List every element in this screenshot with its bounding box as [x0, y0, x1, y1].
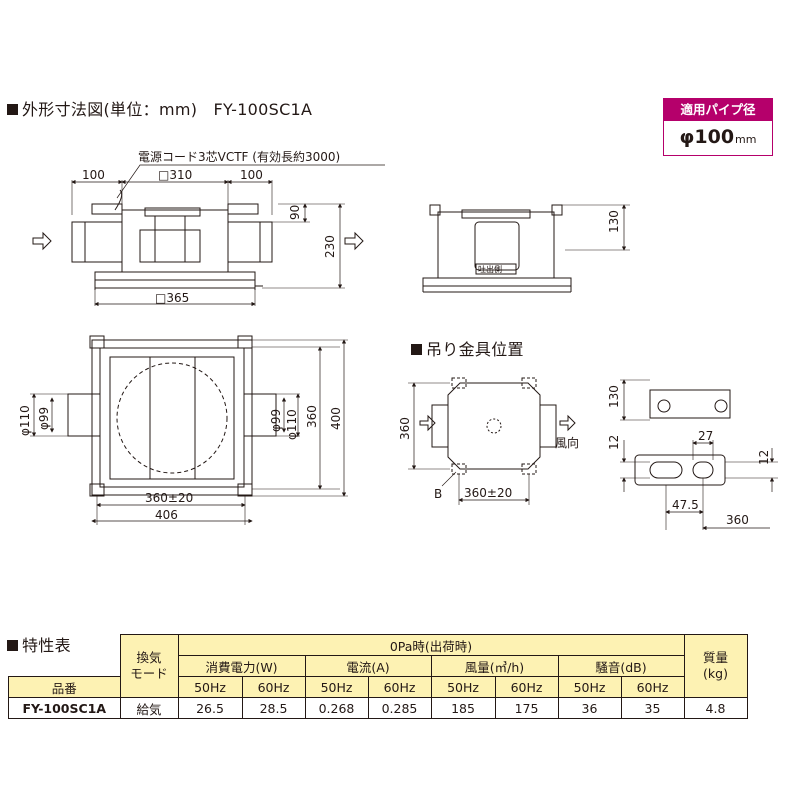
detail-47: 47.5 — [672, 498, 699, 512]
row-value: 26.5 — [177, 697, 243, 719]
dim-h-400: 400 — [329, 407, 343, 430]
pipe-size-number: φ100 — [679, 126, 735, 148]
spec-table: 換気モード 0Pa時(出荷時) 質量(kg) 消費電力(W) 電流(A) 風量(… — [8, 634, 748, 719]
detail-12b: 12 — [757, 450, 771, 465]
hanger-w-360: 360±20 — [464, 486, 512, 500]
inlet-duct — [71, 221, 123, 263]
outlet-duct — [227, 221, 273, 263]
dim-left-d110: φ110 — [18, 405, 32, 436]
model-number: FY-100SC1A — [213, 100, 313, 119]
side-elevation-view — [32, 164, 385, 307]
outlet-pipe — [474, 221, 520, 271]
table-row: FY-100SC1A 給気 26.5 28.5 0.268 0.285 185 … — [8, 697, 748, 719]
wind-direction-label: 風向 — [555, 435, 579, 450]
plan-view — [30, 335, 348, 525]
dim-left-d99: φ99 — [37, 407, 51, 430]
hz-cell: 60Hz — [241, 676, 306, 698]
dim-w-360: 360±20 — [145, 491, 193, 505]
detail-27: 27 — [698, 429, 713, 443]
row-value: 35 — [620, 697, 685, 719]
col-mass: 質量(kg) — [683, 634, 748, 698]
hz-cell: 60Hz — [620, 676, 685, 698]
detail-12a: 12 — [607, 435, 621, 450]
plan-outlet — [243, 393, 277, 437]
hanger-title-text: 吊り金具位置 — [426, 340, 524, 359]
hz-cell: 60Hz — [494, 676, 559, 698]
row-mode: 給気 — [119, 697, 179, 719]
pipe-size-label: 適用パイプ径 — [664, 99, 772, 121]
dim-h-360: 360 — [305, 405, 319, 428]
hanger-outline — [447, 382, 541, 470]
dim-side-130: 130 — [607, 210, 621, 233]
col-product: 品番 — [8, 676, 121, 698]
hz-cell: 50Hz — [557, 676, 622, 698]
plan-inlet — [67, 393, 101, 437]
hanger-out-arrow-icon — [559, 414, 576, 432]
col-noise: 騒音(dB) — [557, 655, 685, 677]
cord-note: 電源コード3芯VCTF (有効長約3000) — [138, 149, 340, 164]
outlet-side-label: 吐出側 — [478, 264, 502, 274]
col-airflow: 風量(㎥/h) — [430, 655, 559, 677]
col-mode: 換気モード — [119, 634, 179, 698]
hanger-layout-view — [408, 377, 576, 505]
row-value: 0.285 — [367, 697, 432, 719]
hanger-h-360: 360 — [398, 417, 412, 440]
fan-circle — [116, 362, 228, 474]
pipe-size-value: φ100mm — [664, 121, 772, 156]
dim-right-d99: φ99 — [269, 409, 283, 432]
dim-bottom-365: □365 — [155, 291, 189, 305]
hanger-b-label: B — [434, 487, 442, 501]
bracket-detail-view — [620, 379, 778, 531]
detail-130: 130 — [607, 385, 621, 408]
dim-left-100: 100 — [82, 168, 105, 182]
pipe-size-box: 適用パイプ径 φ100mm — [663, 98, 773, 156]
dim-right-d110: φ110 — [285, 409, 299, 440]
front-elevation-view — [422, 204, 630, 293]
col-power: 消費電力(W) — [177, 655, 306, 677]
dim-w-406: 406 — [155, 508, 178, 522]
hz-cell: 50Hz — [430, 676, 496, 698]
row-value: 28.5 — [241, 697, 306, 719]
outline-title-text: 外形寸法図(単位：mm) — [22, 100, 198, 119]
bracket-side — [649, 389, 731, 419]
row-mass: 4.8 — [683, 697, 748, 719]
unit-body — [121, 209, 229, 273]
row-value: 175 — [494, 697, 559, 719]
airflow-in-arrow-icon — [32, 231, 52, 251]
outline-title: 外形寸法図(単位：mm) FY-100SC1A — [7, 96, 312, 120]
col-current: 電流(A) — [304, 655, 432, 677]
bullet-square-icon — [7, 640, 18, 651]
spec-title: 特性表 — [7, 632, 71, 656]
bracket-plan — [634, 454, 726, 486]
row-value: 36 — [557, 697, 622, 719]
hanger-in-arrow-icon — [419, 414, 436, 432]
pipe-size-unit: mm — [735, 133, 757, 146]
row-value: 0.268 — [304, 697, 369, 719]
hz-cell: 50Hz — [177, 676, 243, 698]
row-value: 185 — [430, 697, 496, 719]
bullet-square-icon — [411, 344, 422, 355]
bullet-square-icon — [7, 104, 18, 115]
hz-cell: 50Hz — [304, 676, 369, 698]
spec-title-text: 特性表 — [22, 636, 71, 655]
plan-frame — [91, 339, 253, 496]
col-condition: 0Pa時(出荷時) — [177, 634, 685, 656]
dim-right-100: 100 — [240, 168, 263, 182]
detail-360: 360 — [726, 513, 749, 527]
dim-h-230: 230 — [323, 235, 337, 258]
base-flange — [94, 271, 256, 281]
hz-cell: 60Hz — [367, 676, 432, 698]
front-flange — [422, 277, 572, 287]
hanger-title: 吊り金具位置 — [411, 336, 524, 360]
row-product: FY-100SC1A — [8, 697, 121, 719]
dim-top-310: □310 — [158, 168, 192, 182]
airflow-out-arrow-icon — [344, 231, 364, 251]
dim-h-90: 90 — [288, 205, 302, 220]
